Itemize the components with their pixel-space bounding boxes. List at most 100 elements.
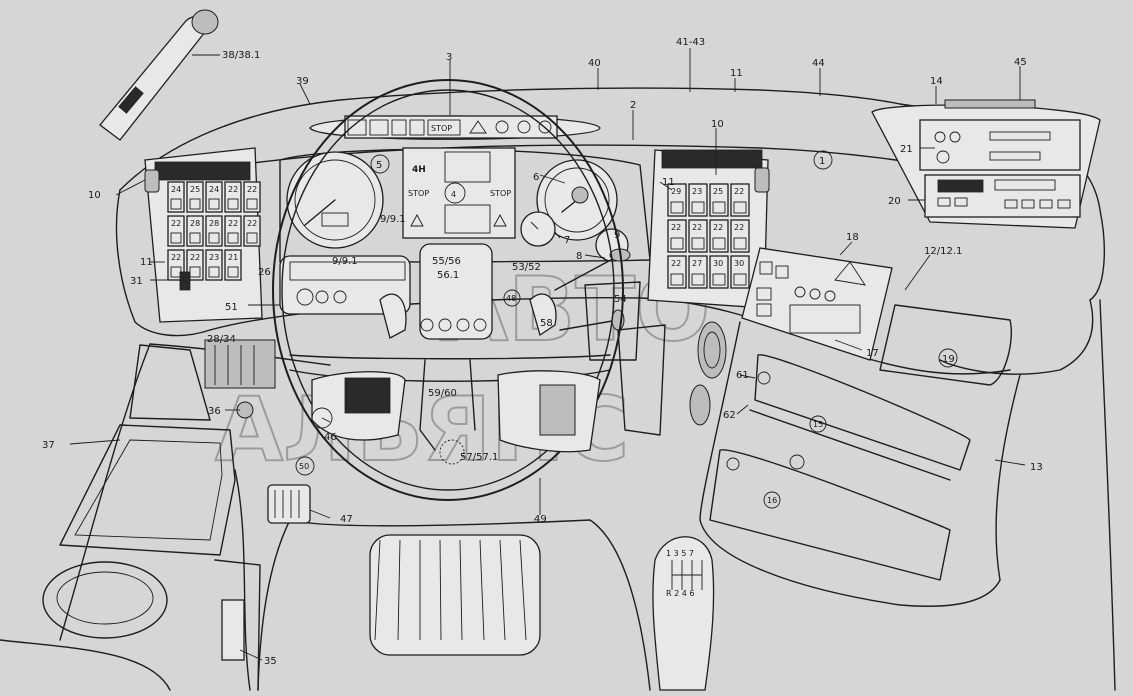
callout-51: 51	[225, 302, 238, 313]
callout-10-left: 10	[88, 190, 101, 201]
left-panel-switch-number: 23	[209, 253, 219, 262]
right-panel-switch-symbol	[670, 237, 684, 250]
left-controls	[204, 255, 411, 389]
left-panel-switch	[167, 181, 185, 213]
pedals	[369, 534, 541, 656]
callout-44: 44	[812, 58, 825, 69]
left-panel-switch-symbol	[189, 198, 201, 210]
callout-13: 13	[1030, 462, 1043, 473]
callout-38: 38/38.1	[222, 50, 260, 61]
left-panel-switch	[205, 181, 223, 213]
callout-56-1: 56.1	[437, 270, 459, 281]
radio-unit	[871, 99, 1101, 229]
warning-strip: STOP	[309, 115, 601, 140]
left-panel-switch-number: 22	[228, 219, 238, 228]
microphone	[99, 9, 219, 141]
left-panel-switch-number: 22	[247, 219, 257, 228]
lower-parts	[236, 401, 333, 524]
shift-bottom: R 2 4 6	[666, 589, 694, 598]
right-panel-switch	[688, 255, 708, 289]
callout-20: 20	[888, 196, 901, 207]
shift-top: 1 3 5 7	[666, 549, 694, 558]
right-panel-switch-number: 30	[734, 259, 744, 268]
right-panel-switch-number: 23	[692, 187, 702, 196]
callout-49: 49	[534, 514, 547, 525]
left-panel-switch	[243, 181, 261, 213]
left-panel-switch-number: 28	[190, 219, 200, 228]
left-panel-switch	[186, 181, 204, 213]
right-panel-switch-number: 27	[692, 259, 702, 268]
callout-40: 40	[588, 58, 601, 69]
callout-53-52: 53/52	[512, 262, 541, 273]
right-panel-switch-number: 30	[713, 259, 723, 268]
strip-stop-label: STOP	[431, 124, 452, 133]
right-panel-switch-symbol	[712, 237, 726, 250]
left-panel-switch-symbol	[170, 232, 182, 244]
callout-7: 7	[564, 235, 570, 246]
left-panel-switch-number: 25	[190, 185, 200, 194]
left-panel-switch-number: 21	[228, 253, 238, 262]
right-panel-switch-symbol	[691, 273, 705, 286]
callout-46: 46	[324, 432, 337, 443]
left-panel-switch-number: 22	[171, 253, 181, 262]
right-control-panel	[741, 247, 893, 361]
callout-11-left: 11	[140, 257, 153, 268]
callout-41: 41-43	[676, 37, 705, 48]
right-panel-switch	[667, 255, 687, 289]
callout-26: 26	[258, 267, 271, 278]
left-panel-switch-number: 22	[171, 219, 181, 228]
right-panel-switch-symbol	[712, 273, 726, 286]
left-vent	[154, 161, 251, 181]
right-panel-switch	[709, 183, 729, 217]
callout-28-34: 28/34	[207, 334, 236, 345]
callout-2: 2	[630, 100, 636, 111]
steering-wheel	[272, 79, 624, 501]
right-panel-switch	[688, 219, 708, 253]
left-panel-switch	[167, 215, 185, 247]
right-panel-switch-symbol	[670, 273, 684, 286]
left-panel-switch	[186, 249, 204, 281]
callout-59-60: 59/60	[428, 388, 457, 399]
right-panel-switch-number: 22	[734, 223, 744, 232]
callout-58: 58	[540, 318, 553, 329]
callout-47: 47	[340, 514, 353, 525]
callout-55-56: 55/56	[432, 256, 461, 267]
right-panel-switch-number: 22	[671, 259, 681, 268]
leader-lines	[69, 48, 1026, 661]
right-panel-switch	[730, 219, 750, 253]
column-controls	[379, 243, 666, 436]
right-panel-switch	[667, 219, 687, 253]
callout-1: 1	[819, 156, 825, 167]
right-panel-switch-number: 29	[671, 187, 681, 196]
callout-11-right: 11	[662, 177, 675, 188]
left-panel-switch	[243, 215, 261, 247]
left-panel-switch-number: 22	[228, 185, 238, 194]
callout-14: 14	[930, 76, 943, 87]
callout-9-9-1: 9/9.1	[380, 214, 406, 225]
left-panel-switch	[205, 215, 223, 247]
left-panel-switch-symbol	[227, 232, 239, 244]
callout-36: 36	[208, 406, 221, 417]
glove-box	[709, 354, 971, 581]
right-panel-switch-symbol	[733, 273, 747, 286]
callout-17: 17	[866, 348, 879, 359]
left-panel-switch-number: 24	[209, 185, 219, 194]
callout-57-57-1: 57/57.1	[460, 452, 498, 463]
left-panel-switch-symbol	[246, 232, 258, 244]
left-console	[42, 344, 261, 691]
dashboard-pocket	[879, 304, 1012, 386]
callout-19: 19	[942, 354, 955, 365]
display-stop-left: STOP	[408, 189, 429, 198]
speakers	[689, 321, 727, 426]
right-panel-switch	[730, 255, 750, 289]
callout-50: 50	[299, 462, 309, 471]
callout-9-9-1-b: 9/9.1	[332, 256, 358, 267]
callout-37: 37	[42, 440, 55, 451]
pedal-switch	[267, 484, 311, 524]
right-panel-switch-number: 22	[713, 223, 723, 232]
right-panel-switch-symbol	[733, 201, 747, 214]
